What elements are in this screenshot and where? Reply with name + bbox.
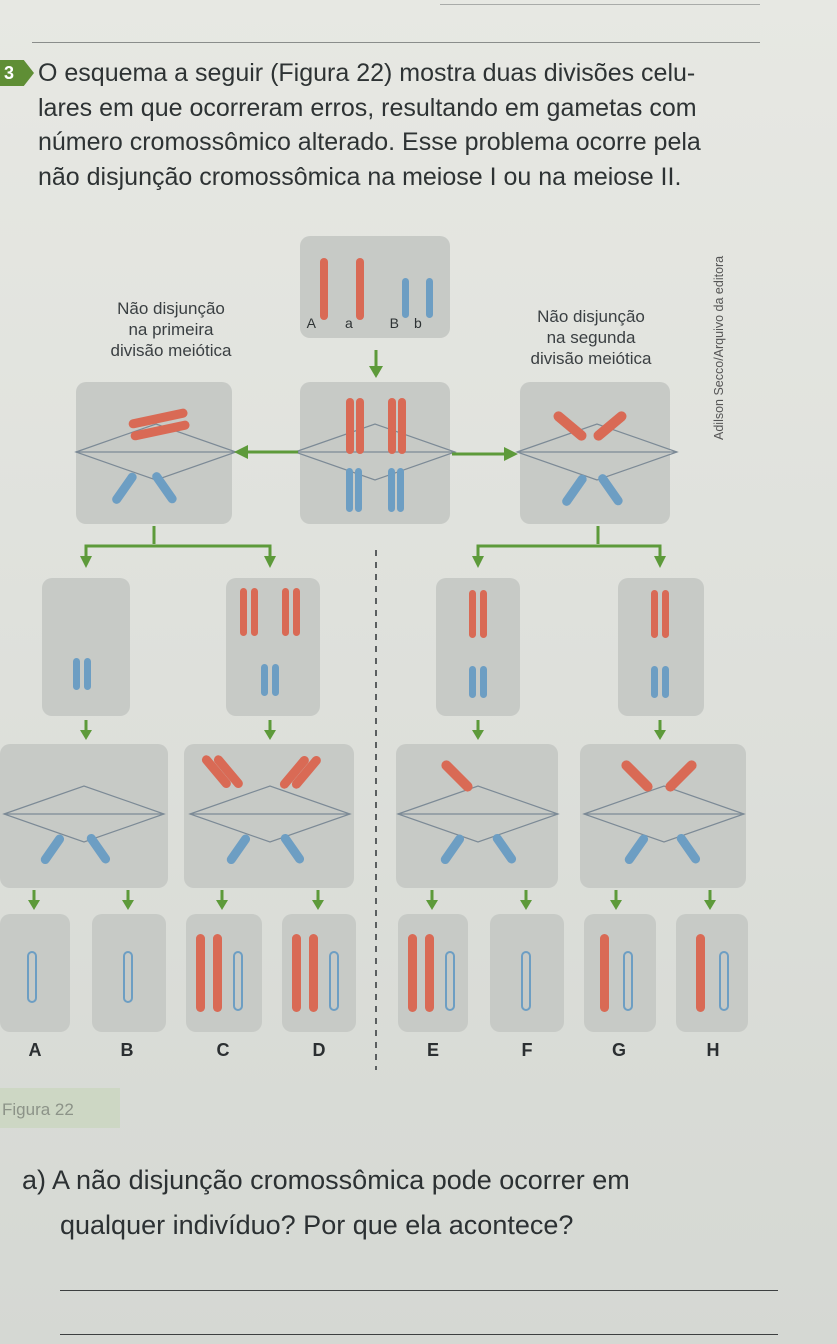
gamete-label-c: C xyxy=(216,1040,230,1060)
image-credit: Adilson Secco/Arquivo da editora xyxy=(712,255,726,440)
caption-background xyxy=(0,1088,120,1128)
answer-line[interactable] xyxy=(60,1334,778,1335)
arrow-down-icon xyxy=(80,720,666,740)
gamete-cell xyxy=(584,914,656,1032)
branch-right xyxy=(476,526,662,560)
meiosis-ii-cell xyxy=(396,744,558,888)
center-chromosomes xyxy=(346,398,406,512)
branch-left xyxy=(84,526,272,560)
label-line: Não disjunção xyxy=(117,299,225,318)
question-line: O esquema a seguir (Figura 22) mostra du… xyxy=(38,59,696,87)
subquestion-line: qualquer indivíduo? Por que ela acontece… xyxy=(60,1210,574,1240)
label-line: na segunda xyxy=(546,328,636,347)
gamete-cell xyxy=(676,914,748,1032)
allele-B: B xyxy=(390,315,399,331)
gamete-label-a: A xyxy=(28,1040,42,1060)
subquestion-a: a) A não disjunção cromossômica pode oco… xyxy=(22,1158,802,1248)
daughter-cell xyxy=(618,578,704,716)
allele-b: b xyxy=(414,315,422,331)
meiosis-diagram: A a B b xyxy=(0,236,748,1070)
red-chromosomes-pair xyxy=(553,411,627,441)
question-line: não disjunção cromossômica na meiose I o… xyxy=(38,162,682,191)
answer-line[interactable] xyxy=(60,1290,778,1291)
parent-cell xyxy=(300,236,450,338)
subquestion-line: a) A não disjunção cromossômica pode oco… xyxy=(22,1165,630,1195)
meiosis-ii-cell xyxy=(0,744,168,888)
cell-meiosis-i-error xyxy=(76,382,232,524)
top-rule-faint xyxy=(440,4,760,5)
gamete-label-g: G xyxy=(611,1040,626,1060)
label-first-division: Não disjunção na primeira divisão meióti… xyxy=(66,298,276,361)
red-chromosomes-pair xyxy=(128,408,190,441)
question-text: O esquema a seguir (Figura 22) mostra du… xyxy=(38,56,778,194)
label-line: Não disjunção xyxy=(537,307,645,326)
label-second-division: Não disjunção na segunda divisão meiótic… xyxy=(486,306,696,369)
blue-chromosomes-pair xyxy=(112,472,177,504)
gamete-label-d: D xyxy=(312,1040,326,1060)
blue-chromosomes-pair xyxy=(562,474,623,506)
question-line: lares em que ocorreram erros, resultando… xyxy=(38,93,697,122)
arrow-left-icon xyxy=(234,445,298,459)
gamete-label-h: H xyxy=(706,1040,720,1060)
meiosis-ii-cell xyxy=(580,744,746,888)
arrow-down-icon xyxy=(28,890,716,910)
parent-chromosomes xyxy=(320,258,433,320)
arrow-right-icon xyxy=(452,447,518,461)
cell-metaphase-center xyxy=(300,382,450,524)
question-line: número cromossômico alterado. Esse probl… xyxy=(38,128,701,156)
gamete-label-f: F xyxy=(521,1040,533,1060)
cell-meiosis-ii-error xyxy=(520,382,670,524)
top-rule xyxy=(32,42,760,43)
gamete-label-e: E xyxy=(426,1040,439,1060)
label-line: divisão meiótica xyxy=(530,349,652,368)
daughter-cell xyxy=(42,578,130,716)
figure-caption: Figura 22 xyxy=(2,1100,74,1119)
allele-a: a xyxy=(345,315,353,331)
label-line: divisão meiótica xyxy=(110,341,232,360)
daughter-cell xyxy=(436,578,520,716)
label-line: na primeira xyxy=(128,320,214,339)
arrow-down-icon xyxy=(369,350,383,378)
gamete-label-b: B xyxy=(120,1040,134,1060)
allele-A: A xyxy=(307,315,317,331)
